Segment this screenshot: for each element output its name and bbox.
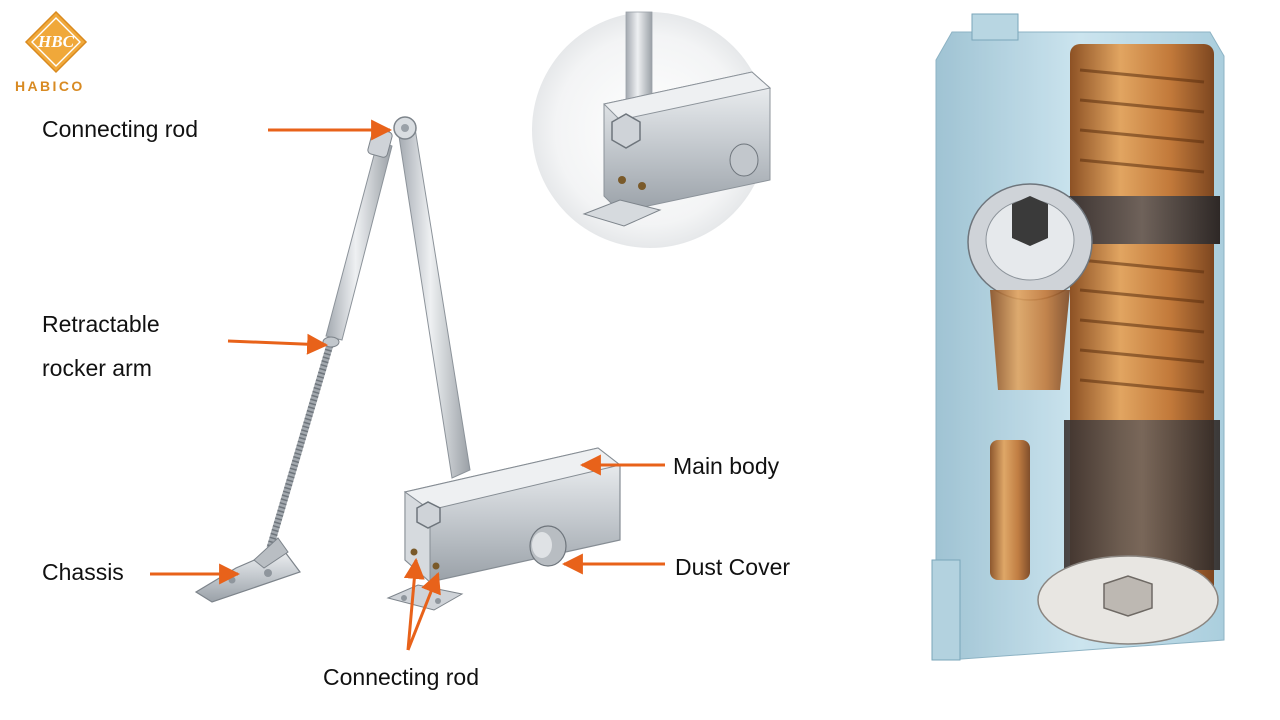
label-retractable-line2: rocker arm (42, 355, 152, 381)
door-closer-product (194, 116, 622, 611)
label-dust-cover: Dust Cover (675, 554, 791, 580)
arrow-connecting-rod-bottom-right (406, 572, 441, 651)
habico-logo: HBC (24, 10, 88, 74)
inset-detail (532, 11, 772, 248)
brand-name: HABICO (15, 78, 85, 94)
logo-monogram: HBC (37, 32, 75, 51)
arrow-retractable-rocker-arm (227, 333, 329, 355)
label-connecting-rod-top: Connecting rod (42, 116, 198, 142)
cutaway-view (931, 13, 1225, 661)
label-main-body: Main body (673, 453, 780, 479)
callout-arrows (150, 119, 665, 651)
label-chassis: Chassis (42, 559, 124, 585)
label-connecting-rod-bottom: Connecting rod (323, 664, 479, 690)
label-retractable-line1: Retractable (42, 311, 160, 337)
arrow-connecting-rod-bottom-left (403, 557, 425, 651)
